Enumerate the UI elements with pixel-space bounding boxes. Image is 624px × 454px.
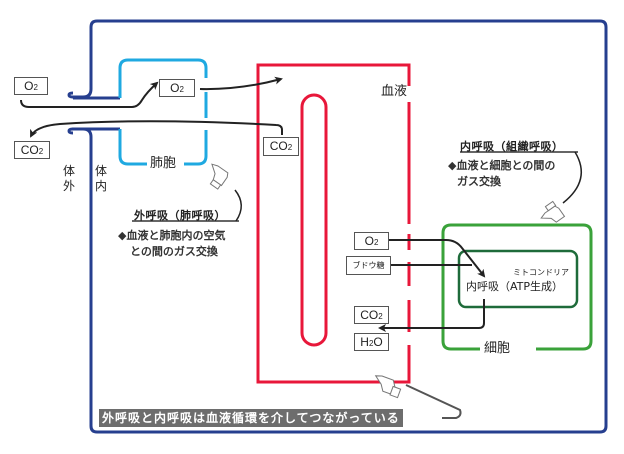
mitochondria-label: ミトコンドリア <box>513 268 569 277</box>
co2-from-mitochondria-arrow <box>378 299 485 332</box>
alveolus-label: 肺胞 <box>150 156 177 171</box>
external-respiration-desc-line2: との間のガス交換 <box>130 245 218 258</box>
cell-outline <box>441 223 593 351</box>
summary-banner: 外呼吸と内呼吸は血液循環を介してつながっている <box>99 409 403 427</box>
co2-exhale-arrow <box>30 120 283 138</box>
internal-leader-line <box>562 151 583 204</box>
o2-outside-box: O2 <box>14 77 48 95</box>
pointing-hand-icon <box>374 375 402 399</box>
blood-vessel-outer <box>256 63 411 384</box>
co2-blood-box: CO2 <box>263 137 299 156</box>
h2o-subscript: 2 <box>368 339 374 348</box>
summary-leader-line <box>405 384 462 419</box>
glucose-label: ブドウ糖 <box>352 261 385 270</box>
external-respiration-heading: 外呼吸（肺呼吸） <box>134 209 226 222</box>
glucose-box: ブドウ糖 <box>346 256 391 275</box>
body-outline <box>71 19 608 434</box>
internal-respiration-desc-line2: ガス交換 <box>457 175 501 188</box>
co2-cell-box: CO2 <box>354 306 389 324</box>
co2-label: CO <box>269 139 288 153</box>
cell-label: 細胞 <box>484 341 511 356</box>
o2-to-mitochondria-arrow <box>388 239 486 278</box>
h2o-box: H2O <box>354 333 389 351</box>
o-label: O <box>373 335 383 349</box>
mitochondria-outline <box>457 249 579 309</box>
co2-subscript: 2 <box>287 143 293 152</box>
external-leader-line <box>234 189 242 222</box>
co2-subscript: 2 <box>378 312 383 321</box>
body-outline-lower-lip <box>67 127 74 135</box>
o2-inhale-arrow <box>20 81 159 108</box>
blood-vessel-inner <box>300 93 328 347</box>
o2-blood-box: O2 <box>354 232 389 250</box>
blood-label: 血液 <box>381 84 408 99</box>
o2-subscript: 2 <box>33 83 38 92</box>
o2-label: O <box>170 81 180 95</box>
o2-label: O <box>24 79 34 93</box>
co2-label: CO <box>360 308 379 322</box>
inside-body-label: 体内 <box>94 164 107 193</box>
o2-subscript: 2 <box>179 85 184 94</box>
co2-outside-box: CO2 <box>14 141 50 159</box>
body-outline-upper-lip <box>67 91 74 99</box>
co2-label: CO <box>20 143 39 157</box>
pointing-hand-icon <box>540 200 566 223</box>
h-label: H <box>360 335 369 349</box>
o2-label: O <box>364 234 374 248</box>
co2-subscript: 2 <box>38 147 44 156</box>
o2-alveolus-box: O2 <box>159 79 195 97</box>
pointing-hand-icon <box>209 163 229 190</box>
alveolus-outline <box>118 58 208 166</box>
internal-respiration-process-label: 内呼吸（ATP生成） <box>466 280 564 293</box>
o2-subscript: 2 <box>373 238 379 247</box>
external-respiration-desc-line1: ◆血液と肺胞内の空気 <box>118 229 226 242</box>
internal-respiration-heading: 内呼吸（組織呼吸） <box>460 140 564 153</box>
outside-body-label: 体外 <box>62 164 75 193</box>
o2-to-blood-arrow <box>199 76 283 91</box>
internal-respiration-desc-line1: ◆血液と細胞との間の <box>448 159 556 172</box>
